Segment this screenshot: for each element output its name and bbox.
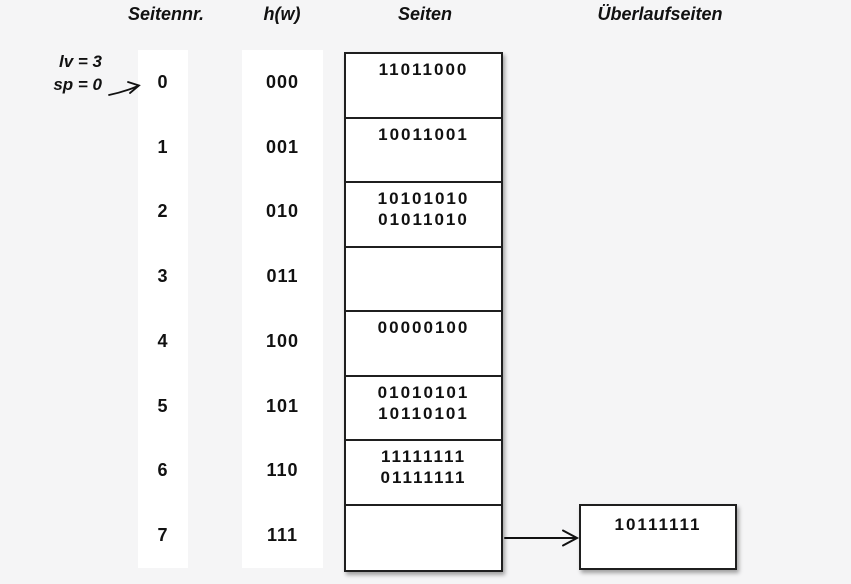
split-pointer-arrow	[108, 81, 141, 96]
header-page-number: Seitennr.	[127, 4, 205, 24]
bucket-entry: 10101010	[377, 189, 470, 208]
hash-value-label: 010	[265, 201, 300, 222]
bucket-entry: 01010101	[377, 382, 470, 402]
split-pointer-value: sp = 0	[53, 75, 102, 94]
page-number-label: 0	[157, 71, 169, 92]
bucket-entry: 01111111	[380, 468, 467, 487]
bucket-cell: 10011001	[346, 119, 501, 183]
header-pages: Seiten	[397, 4, 453, 24]
hash-value-label: 110	[266, 460, 299, 481]
bucket-entry: 10110101	[378, 403, 469, 423]
bucket-entry: 00000100	[377, 318, 470, 337]
hash-value-label: 100	[265, 330, 300, 351]
bucket-entry: 01011010	[378, 210, 469, 229]
bucket-cell: 11111111 01111111	[346, 441, 501, 506]
page-number-label: 4	[157, 330, 169, 351]
state-annotation: lv = 3 sp = 0	[26, 50, 102, 96]
page-number-label: 5	[157, 395, 169, 416]
bucket-entry: 11111111	[380, 447, 467, 466]
level-value: lv = 3	[58, 52, 102, 71]
page-number-label: 3	[157, 266, 169, 287]
bucket-cell	[346, 506, 501, 571]
hash-value-label: 000	[265, 71, 300, 92]
page-number-label: 7	[157, 525, 169, 546]
overflow-link-arrow	[504, 529, 580, 547]
overflow-entry: 10111111	[614, 515, 702, 534]
hash-value-label: 101	[265, 395, 300, 416]
overflow-page-box: 10111111	[579, 504, 737, 570]
page-number-column: 0 1 2 3 4 5 6 7	[138, 50, 188, 568]
page-number-label: 6	[157, 460, 169, 481]
hash-value-label: 111	[266, 525, 299, 546]
hash-value-label: 001	[265, 136, 300, 157]
hash-value-column: 000 001 010 011 100 101 110 111	[242, 50, 323, 568]
bucket-cell: 00000100	[346, 312, 501, 377]
bucket-cell	[346, 248, 501, 312]
header-hash-function: h(w)	[263, 4, 301, 24]
page-number-label: 2	[157, 201, 169, 222]
page-number-label: 1	[157, 136, 169, 157]
bucket-cell: 11011000	[346, 54, 501, 119]
pages-box: 11011000 10011001 10101010 01011010 00000100…	[344, 52, 503, 572]
header-overflow-pages: Überlaufseiten	[597, 4, 723, 24]
hash-value-label: 011	[266, 266, 299, 287]
bucket-cell: 10101010 01011010	[346, 183, 501, 248]
bucket-entry: 10011001	[378, 124, 469, 144]
bucket-entry: 11011000	[378, 60, 469, 79]
